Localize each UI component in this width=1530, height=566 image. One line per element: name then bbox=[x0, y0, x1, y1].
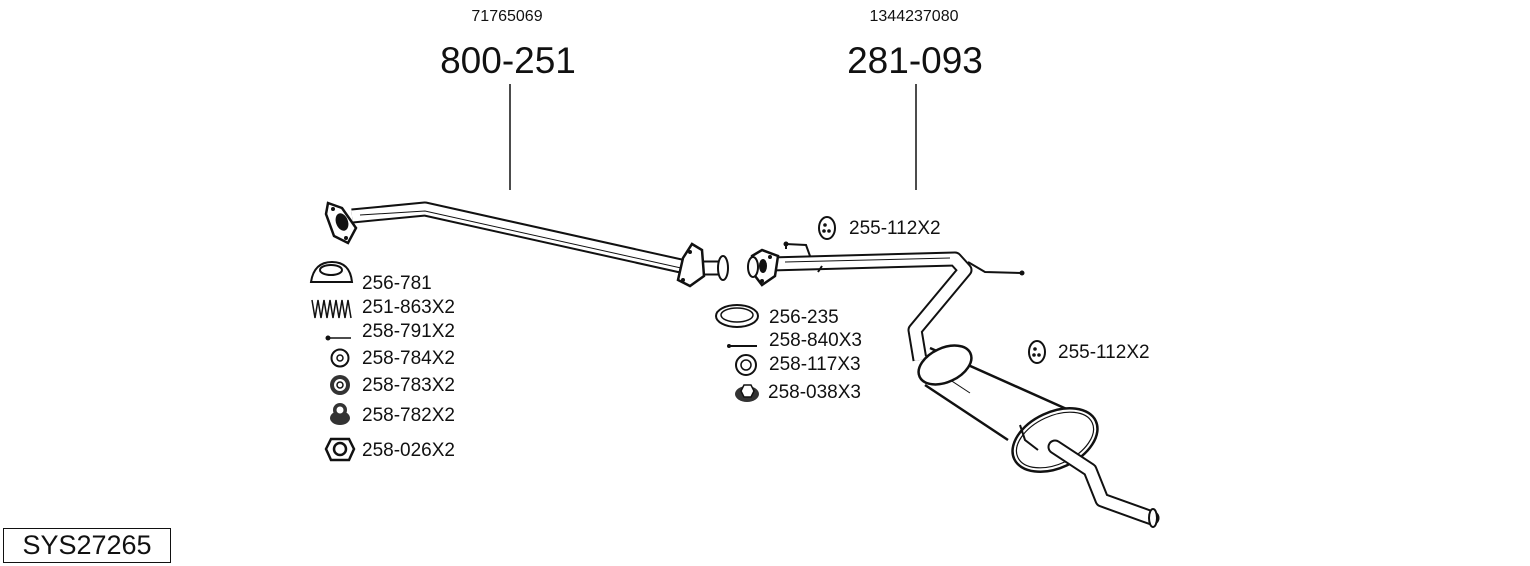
part-label[interactable]: 258-783X2 bbox=[362, 375, 455, 396]
bushing-icon bbox=[330, 403, 350, 425]
system-id-box: SYS27265 bbox=[3, 528, 171, 563]
part-label[interactable]: 258-026X2 bbox=[362, 440, 455, 461]
flange-nut-icon bbox=[735, 384, 759, 402]
hex-nut-icon bbox=[324, 437, 356, 462]
rubber-hanger-icon bbox=[1028, 340, 1046, 364]
spring-icon bbox=[311, 299, 352, 319]
part-label[interactable]: 251-863X2 bbox=[362, 297, 455, 318]
thick-washer-icon bbox=[330, 375, 350, 395]
part-label[interactable]: 258-038X3 bbox=[768, 382, 861, 403]
rear-flange-icon bbox=[747, 248, 780, 287]
rear-silencer-assembly bbox=[747, 241, 1160, 528]
washer-icon bbox=[735, 354, 757, 376]
rubber-hanger-icon bbox=[818, 216, 836, 240]
part-number-rear-silencer[interactable]: 281-093 bbox=[847, 40, 983, 81]
part-label[interactable]: 258-840X3 bbox=[769, 330, 862, 351]
part-label[interactable]: 258-117X3 bbox=[769, 354, 861, 375]
front-pipe bbox=[324, 201, 729, 288]
part-label[interactable]: 258-784X2 bbox=[362, 348, 455, 369]
bolt-icon bbox=[727, 344, 757, 348]
part-label[interactable]: 255-112X2 bbox=[849, 218, 941, 239]
gasket-ring-icon bbox=[715, 304, 759, 328]
part-label[interactable]: 256-235 bbox=[769, 307, 839, 328]
part-label[interactable]: 256-781 bbox=[362, 273, 432, 294]
bolt-icon bbox=[325, 335, 351, 341]
part-label[interactable]: 255-112X2 bbox=[1058, 342, 1150, 363]
gasket-ring-icon bbox=[309, 260, 354, 283]
part-label[interactable]: 258-782X2 bbox=[362, 405, 455, 426]
oe-number-front-pipe: 71765069 bbox=[471, 8, 543, 25]
part-label[interactable]: 258-791X2 bbox=[362, 321, 455, 342]
washer-icon bbox=[330, 348, 350, 368]
part-number-front-pipe[interactable]: 800-251 bbox=[440, 40, 576, 81]
front-flange-icon bbox=[324, 201, 358, 245]
oe-number-rear-silencer: 1344237080 bbox=[869, 8, 959, 25]
middle-flange-icon bbox=[676, 242, 729, 288]
